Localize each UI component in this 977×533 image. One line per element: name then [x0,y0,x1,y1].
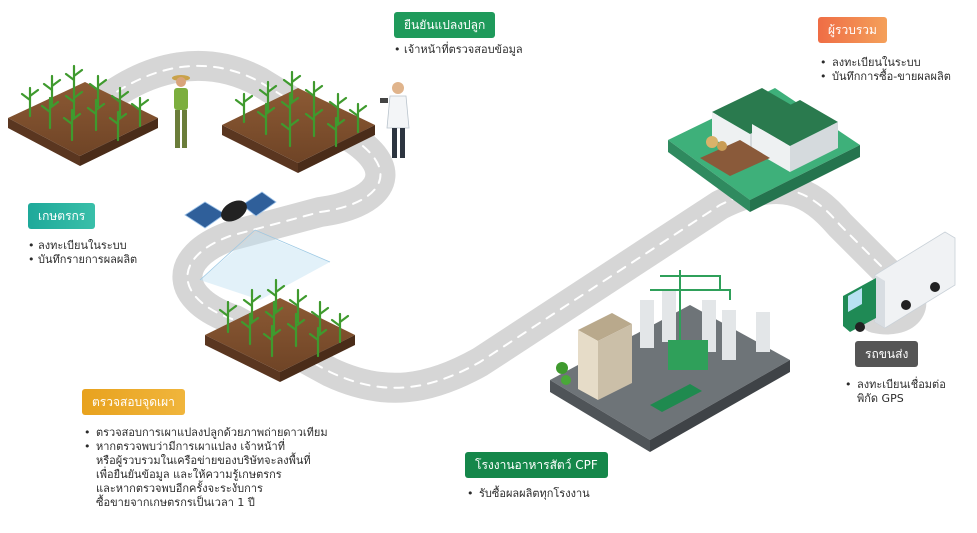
tag-verify-plot: ยืนยันแปลงปลูก [394,12,496,38]
collector-warehouse [668,88,860,212]
burn-check-continuation: เพื่อยืนยันข้อมูล และให้ความรู้เกษตรกร [96,468,282,481]
farm-plot-farmer [8,64,158,166]
farmer-item: บันทึกรายการผลผลิต [28,253,137,267]
burn-check-item: หากตรวจพบว่ามีการเผาแปลง เจ้าหน้าที่ [82,440,328,454]
feed-mill-factory [550,270,790,452]
collector-item: ลงทะเบียนในระบบ [818,56,951,70]
feed-mill-item: รับซื้อผลผลิตทุกโรงงาน [465,487,590,501]
transport-item: ลงทะเบียนเชื่อมต่อ [843,378,946,392]
farmer-figure [172,75,190,148]
transport-list: ลงทะเบียนเชื่อมต่อ พิกัด GPS [843,378,946,406]
verify-plot-list: เจ้าหน้าที่ตรวจสอบข้อมูล [394,43,523,57]
burn-check-continuation: หรือผู้รวบรวมในเครือข่ายของบริษัทจะลงพื้… [96,454,311,467]
collector-item: บันทึกการซื้อ-ขายผลผลิต [818,70,951,84]
farmer-list: ลงทะเบียนในระบบ บันทึกรายการผลผลิต [28,239,137,267]
transport-truck [843,231,956,332]
burn-check-list: ตรวจสอบการเผาแปลงปลูกด้วยภาพถ่ายดาวเทียม… [82,426,328,510]
feed-mill-list: รับซื้อผลผลิตทุกโรงงาน [465,487,590,501]
tag-farmer: เกษตรกร [28,203,96,229]
transport-continuation: พิกัด GPS [857,392,904,405]
collector-list: ลงทะเบียนในระบบ บันทึกการซื้อ-ขายผลผลิต [818,56,951,84]
farmer-item: ลงทะเบียนในระบบ [28,239,137,253]
farm-plot-burn-check [205,278,355,382]
farm-plot-verified [222,70,375,173]
verify-plot-item: เจ้าหน้าที่ตรวจสอบข้อมูล [394,43,523,57]
burn-check-item: ตรวจสอบการเผาแปลงปลูกด้วยภาพถ่ายดาวเทียม [82,426,328,440]
officer-figure [380,82,410,158]
burn-check-continuation: และหากตรวจพบอีกครั้งจะระงับการ [96,482,263,495]
road [75,50,927,403]
satellite [184,191,331,300]
tag-burn-check: ตรวจสอบจุดเผา [82,389,185,415]
burn-check-continuation: ซื้อขายจากเกษตรกรเป็นเวลา 1 ปี [96,496,255,509]
tag-collector: ผู้รวบรวม [818,17,887,43]
tag-feed-mill: โรงงานอาหารสัตว์ CPF [465,452,608,478]
tag-transport: รถขนส่ง [855,341,919,367]
